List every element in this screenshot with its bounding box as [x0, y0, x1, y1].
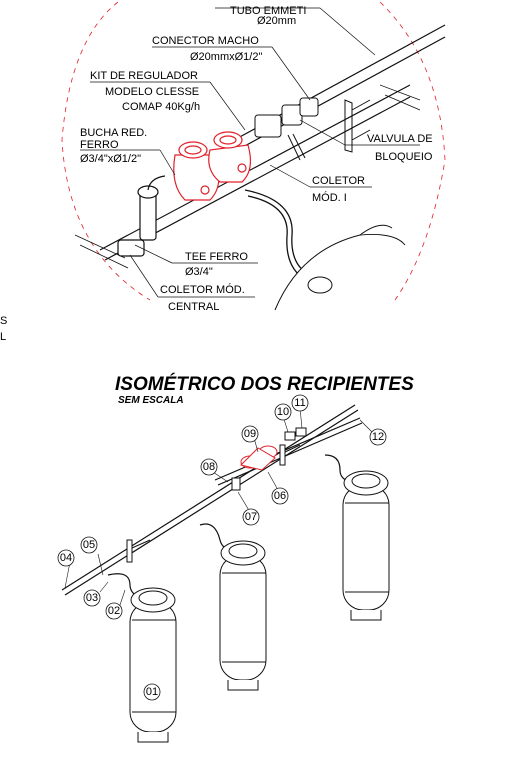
- label-bucha-1: BUCHA RED.: [80, 127, 147, 139]
- label-tubo-emmeti: TUBO EMMETI: [230, 5, 306, 17]
- marker-11: 11: [291, 394, 309, 412]
- marker-06-label: 06: [274, 490, 286, 502]
- marker-08: 08: [200, 458, 218, 476]
- edge-fragment-s: S: [0, 315, 7, 327]
- tee-riser: [117, 175, 166, 257]
- detail-boundary-circle: [61, 1, 151, 301]
- valve-block: [254, 97, 319, 161]
- label-coletor-central-1: COLETOR MÓD.: [160, 283, 245, 296]
- label-bucha-dim: Ø3/4"xØ1/2": [80, 153, 141, 165]
- label-conector-macho: CONECTOR MACHO: [152, 35, 259, 47]
- iso-regulator-red: [240, 445, 278, 471]
- marker-12-label: 12: [372, 431, 384, 443]
- marker-01: 01: [143, 683, 161, 701]
- marker-10-label: 10: [277, 406, 289, 418]
- marker-03-label: 03: [86, 592, 98, 604]
- marker-12: 12: [369, 428, 387, 446]
- leader-lines: [80, 7, 420, 298]
- marker-02-label: 02: [108, 605, 120, 617]
- isometric-title: ISOMÉTRICO DOS RECIPIENTES: [115, 373, 414, 395]
- label-tubo-emmeti-dim: Ø20mm: [257, 15, 296, 27]
- label-kit-regulador-1: KIT DE REGULADOR: [90, 70, 198, 82]
- edge-fragment-l: L: [0, 331, 6, 343]
- regulator-red: [173, 131, 252, 201]
- detail-boundary-circle-right: [379, 1, 446, 301]
- cylinder-2: [219, 540, 267, 691]
- wall-bracket: [344, 99, 371, 153]
- iso-valve-cluster: [231, 427, 307, 491]
- cylinder-top-partial: [274, 224, 406, 311]
- isometric-subtitle: SEM ESCALA: [118, 395, 184, 406]
- marker-08-label: 08: [203, 461, 215, 473]
- label-bucha-2: FERRO: [80, 139, 119, 151]
- marker-10: 10: [274, 403, 292, 421]
- flex-hose: [244, 189, 311, 281]
- marker-09-label: 09: [244, 428, 256, 440]
- label-valvula-1: VALVULA DE: [367, 133, 433, 145]
- marker-01-label: 01: [146, 686, 158, 698]
- marker-05-label: 05: [83, 539, 95, 551]
- marker-04: 04: [57, 549, 75, 567]
- label-tee-dim: Ø3/4": [185, 266, 213, 278]
- marker-09: 09: [241, 425, 259, 443]
- marker-05: 05: [80, 536, 98, 554]
- iso-manifold-pipes: [61, 404, 363, 596]
- marker-11-label: 11: [294, 397, 305, 409]
- marker-04-label: 04: [60, 552, 72, 564]
- label-tee-ferro: TEE FERRO: [185, 251, 248, 263]
- label-coletor-2: MÓD. I: [312, 191, 347, 204]
- cylinder-3: [342, 470, 390, 621]
- label-kit-regulador-2: MODELO CLESSE: [105, 86, 199, 98]
- marker-leaders: [64, 407, 373, 606]
- label-valvula-2: BLOQUEIO: [375, 151, 433, 163]
- iso-brackets: [126, 444, 301, 563]
- marker-03: 03: [83, 589, 101, 607]
- cylinder-1: [129, 587, 177, 743]
- rail-lines: [74, 84, 421, 269]
- marker-07: 07: [242, 508, 260, 526]
- label-coletor-central-2: CENTRAL: [168, 301, 219, 313]
- detail-view: TUBO EMMETI Ø20mm CONECTOR MACHO Ø20mmxØ…: [0, 1, 446, 343]
- marker-02: 02: [105, 602, 123, 620]
- label-coletor-1: COLETOR: [312, 175, 365, 187]
- label-conector-macho-dim: Ø20mmxØ1/2": [190, 51, 262, 63]
- label-kit-regulador-3: COMAP 40Kg/h: [122, 101, 200, 113]
- isometric-view: ISOMÉTRICO DOS RECIPIENTES SEM ESCALA: [57, 373, 414, 743]
- marker-07-label: 07: [245, 511, 257, 523]
- marker-06: 06: [271, 487, 289, 505]
